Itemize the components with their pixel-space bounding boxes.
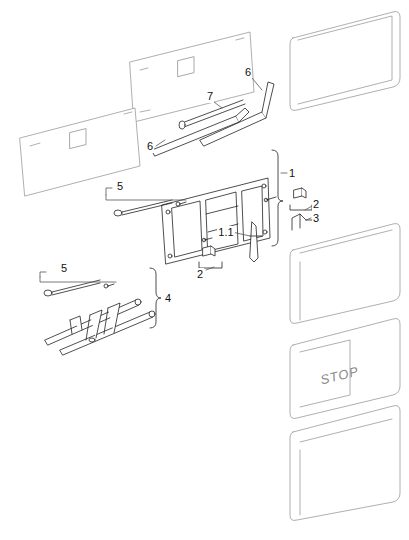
mounting-plate [20,32,254,196]
callout-number: 5 [116,180,124,193]
callout-number: 1.1 [217,226,234,239]
callout-number: 5 [60,262,68,275]
mounting-frame [162,178,270,264]
callout-number: 2 [196,268,204,281]
cover-plate [290,12,400,521]
clip [199,188,312,268]
screw-set [114,200,186,216]
callout-number: 7 [206,90,214,103]
fixing-rods [152,82,274,156]
callout-number: 2 [312,198,320,211]
callout-number: 1 [288,167,296,180]
spring-clip [292,214,306,230]
callout-number: 6 [146,140,154,153]
callout-number: 3 [312,212,320,225]
group-bracket [150,268,161,328]
callout-number: 4 [164,292,172,305]
callout-number: 6 [244,66,252,79]
fixing-set [45,299,155,355]
